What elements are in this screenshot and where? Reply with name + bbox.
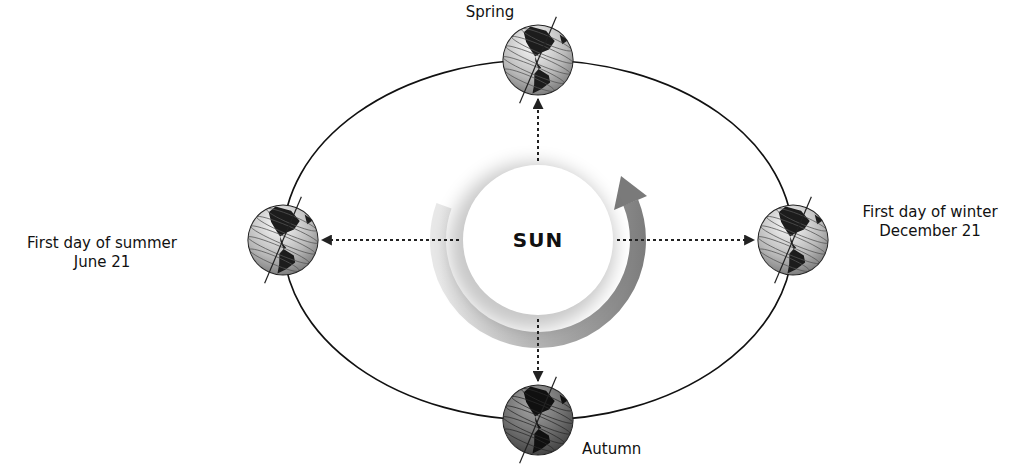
earth-globe: Spring <box>502 24 574 96</box>
season-label-group: Spring <box>450 3 530 22</box>
season-label: December 21 <box>830 222 1030 241</box>
globe-sphere <box>747 194 839 286</box>
season-label-group: First day of summerJune 21 <box>2 234 202 272</box>
dashed-arrow <box>617 239 754 241</box>
earth-axis <box>520 17 557 104</box>
rotation-arrowhead <box>614 176 647 210</box>
globe-drawing <box>247 204 319 276</box>
season-label: June 21 <box>2 253 202 272</box>
earth-globe: First day of winterDecember 21 <box>757 204 829 276</box>
orbit-ellipse <box>283 60 793 420</box>
globe-outline <box>492 14 584 106</box>
season-label-group: First day of winterDecember 21 <box>830 203 1030 241</box>
globe-drawing <box>757 204 829 276</box>
earth-axis <box>265 197 302 284</box>
globe-sphere <box>492 14 584 106</box>
earth-axis <box>520 377 557 464</box>
globe-drawing <box>502 24 574 96</box>
earth-axis <box>775 197 812 284</box>
season-label: Spring <box>450 3 530 22</box>
globe-drawing <box>502 384 574 456</box>
sun-label: SUN <box>513 228 563 252</box>
season-label: Autumn <box>582 440 702 459</box>
globe-sphere <box>237 194 329 286</box>
dashed-arrow <box>322 239 459 241</box>
globe-sphere <box>492 374 584 466</box>
season-label: First day of summer <box>2 234 202 253</box>
globe-outline <box>237 194 329 286</box>
season-label-group: Autumn <box>582 440 702 459</box>
globe-outline <box>747 194 839 286</box>
dashed-arrow <box>537 319 539 381</box>
globe-outline <box>492 374 584 466</box>
season-label: First day of winter <box>830 203 1030 222</box>
sun-circle: SUN <box>463 165 613 315</box>
earth-globe: First day of summerJune 21 <box>247 204 319 276</box>
dashed-arrow <box>537 99 539 161</box>
earth-globe: Autumn <box>502 384 574 456</box>
